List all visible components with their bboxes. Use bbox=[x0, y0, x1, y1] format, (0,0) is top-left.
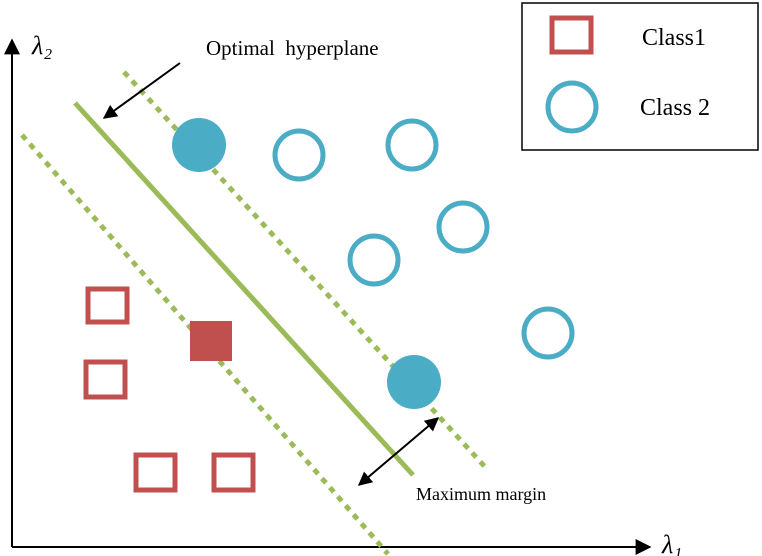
margin-double-arrow bbox=[357, 417, 440, 486]
class2-support-vector bbox=[387, 355, 441, 409]
legend-class2-label: Class 2 bbox=[640, 95, 710, 121]
class1-point bbox=[211, 452, 256, 493]
class2-point bbox=[272, 128, 326, 182]
class1-point bbox=[83, 359, 128, 400]
class2-point bbox=[436, 200, 490, 254]
class2-point bbox=[347, 233, 401, 287]
margin-label: Maximum margin bbox=[416, 484, 546, 504]
class2-point bbox=[521, 306, 575, 360]
hyperplane-pointer-arrow bbox=[102, 62, 181, 119]
x-axis-label: λ₁ bbox=[661, 530, 682, 556]
legend-box bbox=[521, 2, 759, 151]
legend-class1-marker bbox=[549, 15, 594, 55]
legend: Class1 Class 2 bbox=[521, 2, 759, 151]
legend-class1-label: Class1 bbox=[642, 25, 706, 51]
optimal-hyperplane-line bbox=[73, 101, 415, 477]
class2-point bbox=[385, 118, 439, 172]
class1-point bbox=[133, 452, 178, 493]
legend-class2-marker bbox=[545, 80, 599, 134]
class1-point bbox=[85, 286, 130, 325]
hyperplane-label: Optimal hyperplane bbox=[206, 36, 379, 60]
class2-support-vector bbox=[172, 118, 226, 172]
y-axis-label: λ₂ bbox=[31, 31, 52, 60]
class1-support-vector bbox=[190, 321, 232, 361]
